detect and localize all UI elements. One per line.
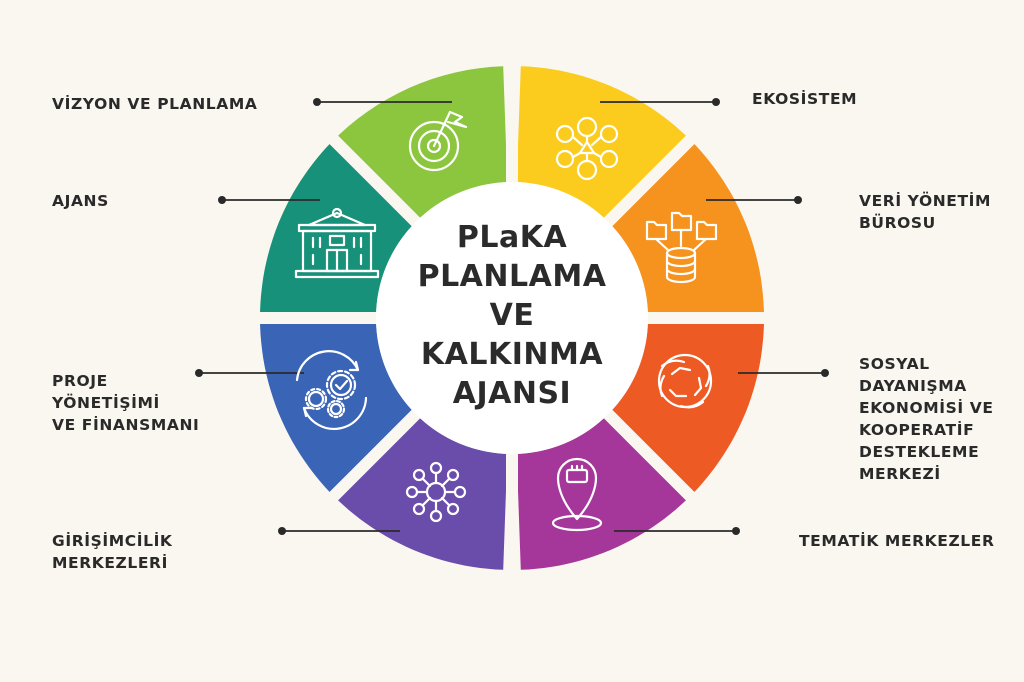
connector-lines — [195, 98, 829, 535]
segment-ekosistem — [516, 66, 688, 221]
center-circle — [376, 182, 648, 454]
center-title-line-5: AJANSI — [452, 376, 572, 411]
label-veri-yonetim-burosu: VERİ YÖNETİM BÜROSU — [859, 192, 992, 232]
network-people-icon — [555, 116, 619, 181]
center-title-line-1: PLaKA — [456, 220, 568, 255]
center-title-line-4: KALKINMA — [420, 337, 604, 372]
building-icon — [294, 207, 380, 279]
connector-dot-vizyon — [313, 98, 321, 106]
center-title: PLaKA PLANLAMA VE KALKINMA AJANSI — [381, 218, 643, 413]
gears-check-icon — [295, 350, 368, 430]
label-ajans: AJANS — [52, 192, 109, 210]
hub-network-icon — [405, 461, 467, 523]
connector-dot-tematik — [732, 527, 740, 535]
connector-dot-veri — [794, 196, 802, 204]
location-pin-icon — [551, 457, 603, 532]
target-flag-icon — [408, 110, 468, 172]
connector-dot-ekosistem — [712, 98, 720, 106]
connector-dot-ajans — [218, 196, 226, 204]
connector-dot-girisim — [278, 527, 286, 535]
label-girisimcilik-merkezleri: GİRİŞİMCİLİK MERKEZLERİ — [52, 532, 173, 572]
segment-gap-3 — [601, 407, 699, 505]
cooperation-hands-icon — [657, 353, 713, 409]
segment-gap-5 — [325, 407, 423, 505]
center-title-line-3: VE — [489, 298, 535, 333]
label-proje-yonetisimi: PROJE YÖNETİŞİMİ VE FİNANSMANI — [52, 372, 200, 434]
label-ekosistem: EKOSİSTEM — [752, 90, 858, 108]
segment-gap-1 — [601, 131, 699, 229]
label-tematik-merkezler: TEMATİK MERKEZLER — [799, 532, 995, 550]
label-vizyon-ve-planlama: VİZYON VE PLANLAMA — [52, 95, 258, 113]
connector-dot-proje — [195, 369, 203, 377]
connector-dot-sosyal — [821, 369, 829, 377]
database-folders-icon — [645, 211, 718, 284]
label-sosyal-dayanisma: SOSYAL DAYANIŞMA EKONOMİSİ VE KOOPERATİF… — [859, 355, 994, 483]
center-title-line-2: PLANLAMA — [417, 259, 607, 294]
segment-gap-7 — [325, 131, 423, 229]
